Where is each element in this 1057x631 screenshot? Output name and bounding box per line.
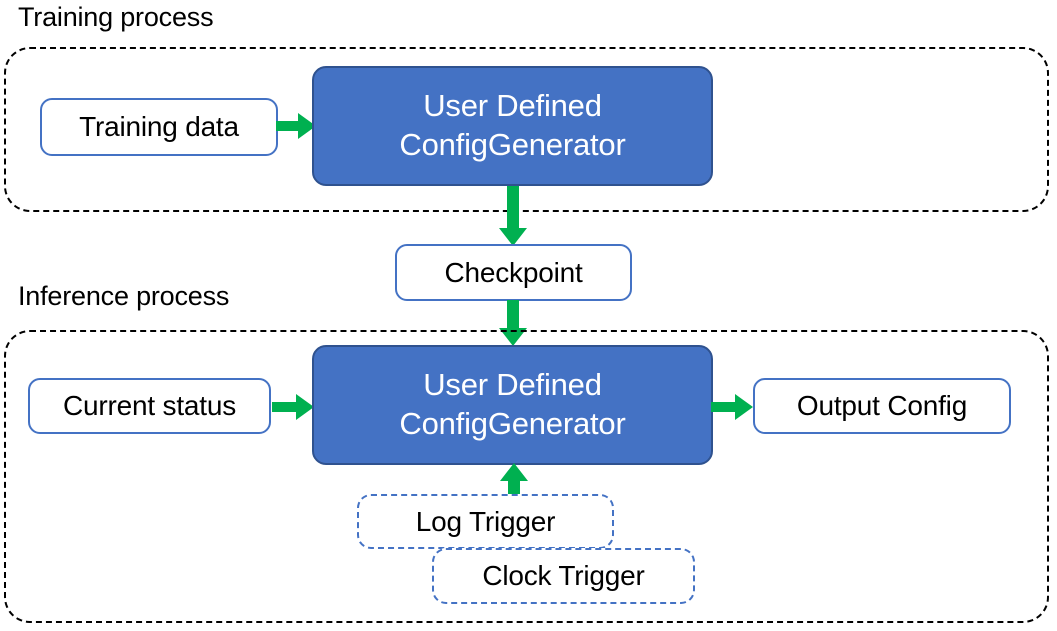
node-training-config-generator-line1: User Defined (423, 88, 602, 124)
node-clock-trigger-label: Clock Trigger (482, 560, 645, 591)
node-training-config-generator-line2: ConfigGenerator (399, 127, 626, 162)
node-output-config-label: Output Config (796, 390, 968, 421)
arrow-generator-to-checkpoint (497, 186, 529, 248)
node-inference-config-generator-line1: User Defined (423, 367, 602, 403)
node-log-trigger-label: Log Trigger (415, 505, 556, 537)
node-checkpoint-label: Checkpoint (444, 256, 583, 288)
node-inference-config-generator-line2: ConfigGenerator (399, 406, 626, 441)
training-process-container (4, 47, 1049, 212)
arrow-generator-to-output-config (711, 391, 755, 423)
node-output-config[interactable]: Output Config (753, 378, 1011, 434)
arrow-current-status-to-generator (272, 391, 316, 423)
inference-process-label: Inference process (18, 281, 230, 311)
node-current-status[interactable]: Current status (28, 378, 271, 434)
inference-process-container (4, 330, 1049, 623)
node-training-data[interactable]: Training data (40, 98, 278, 156)
node-current-status-label: Current status (62, 390, 237, 421)
node-inference-config-generator[interactable]: User Defined ConfigGenerator (312, 345, 713, 465)
node-checkpoint[interactable]: Checkpoint (395, 244, 632, 301)
node-training-data-label: Training data (79, 111, 239, 142)
arrow-triggers-to-generator (498, 463, 530, 503)
arrow-training-data-to-generator (276, 110, 318, 142)
arrow-checkpoint-to-inference-generator (497, 300, 529, 348)
node-log-trigger[interactable]: Log Trigger (357, 494, 614, 549)
node-clock-trigger[interactable]: Clock Trigger (432, 548, 695, 604)
training-process-label: Training process (18, 2, 214, 32)
node-training-config-generator[interactable]: User Defined ConfigGenerator (312, 66, 713, 186)
